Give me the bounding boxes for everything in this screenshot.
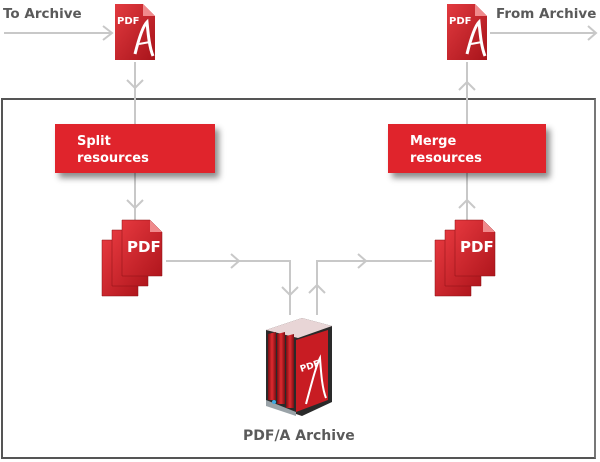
archive-label: PDF/A Archive [243,428,355,444]
split-resources-box: Split resources [55,124,215,173]
arrowhead-input-down [126,79,144,90]
archive-system-boundary [1,98,596,459]
from-archive-label: From Archive [496,6,597,22]
split-line1: Split [77,134,111,149]
merge-line2: resources [410,151,482,166]
pdfa-archive-server-icon: PDF [262,312,338,422]
merge-pdf-stack-icon: PDF [433,218,503,298]
merge-line1: Merge [410,134,457,149]
pdfa-output-document-icon: PDF [445,2,489,62]
arrowhead-merge-up [458,80,476,91]
pdfa-input-text: PDF [117,16,140,27]
pdfa-input-document-icon: PDF [113,2,157,62]
pdfa-output-text: PDF [449,16,472,27]
arrowhead-archive-up [308,283,326,294]
split-pdf-stack-icon: PDF [100,218,170,298]
split-line2: resources [77,151,149,166]
arrowhead-stack-right [230,253,241,269]
merge-resources-box: Merge resources [388,124,546,173]
arrowhead-archive-down [281,286,299,297]
connector-stack-to-archive [166,260,291,315]
arrowhead-split-down [126,199,144,210]
merge-stack-text: PDF [460,238,494,256]
arrowhead-to-archive [102,25,114,41]
connector-archive-to-stack [316,260,432,315]
arrowhead-stack-up [458,198,476,209]
arrowhead-from-archive [587,25,598,41]
arrowhead-merge-right [357,253,368,269]
split-stack-text: PDF [127,238,161,256]
to-archive-label: To Archive [3,6,82,22]
